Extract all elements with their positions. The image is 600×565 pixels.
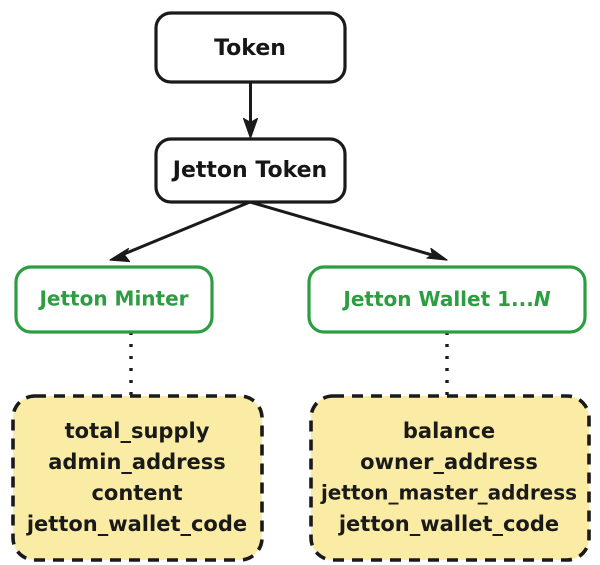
edge-jetton-token-to-wallet <box>248 200 448 261</box>
edge-token-to-jetton-token <box>243 81 258 139</box>
node-token[interactable]: Token <box>154 11 347 84</box>
node-token-shape <box>154 11 347 84</box>
node-jetton-token-label: Jetton Token <box>171 158 327 183</box>
node-token-label: Token <box>214 36 286 61</box>
minter-attribute-content: content <box>91 481 182 505</box>
node-wallet-attributes-shape <box>309 394 591 562</box>
node-wallet-attributes[interactable]: balance owner_address jetton_master_addr… <box>309 394 591 562</box>
node-jetton-token[interactable]: Jetton Token <box>154 137 347 204</box>
node-jetton-wallet-label-main: Jetton Wallet 1... <box>341 287 533 311</box>
wallet-attribute-balance: balance <box>403 419 495 443</box>
node-jetton-wallet-shape <box>307 265 587 334</box>
node-jetton-wallet[interactable]: Jetton Wallet 1...N <box>307 265 587 334</box>
minter-attribute-jetton-wallet-code: jetton_wallet_code <box>26 512 247 536</box>
edge-jetton-token-to-minter <box>109 200 252 263</box>
minter-attribute-admin-address: admin_address <box>48 450 226 474</box>
node-jetton-token-shape <box>154 137 347 204</box>
wallet-attribute-jetton-wallet-code: jetton_wallet_code <box>338 512 559 536</box>
node-jetton-wallet-label: Jetton Wallet 1...N <box>341 287 550 311</box>
node-minter-attributes[interactable]: total_supply admin_address content jetto… <box>11 394 264 562</box>
node-jetton-minter-shape <box>14 265 214 334</box>
node-minter-attributes-shape <box>11 394 264 562</box>
wallet-attribute-owner-address: owner_address <box>360 450 538 474</box>
node-jetton-minter[interactable]: Jetton Minter <box>14 265 214 334</box>
node-jetton-wallet-label-n: N <box>534 287 551 311</box>
node-jetton-minter-label: Jetton Minter <box>37 287 188 311</box>
minter-attribute-total-supply: total_supply <box>65 419 210 443</box>
wallet-attribute-jetton-master-address: jetton_master_address <box>320 481 577 505</box>
